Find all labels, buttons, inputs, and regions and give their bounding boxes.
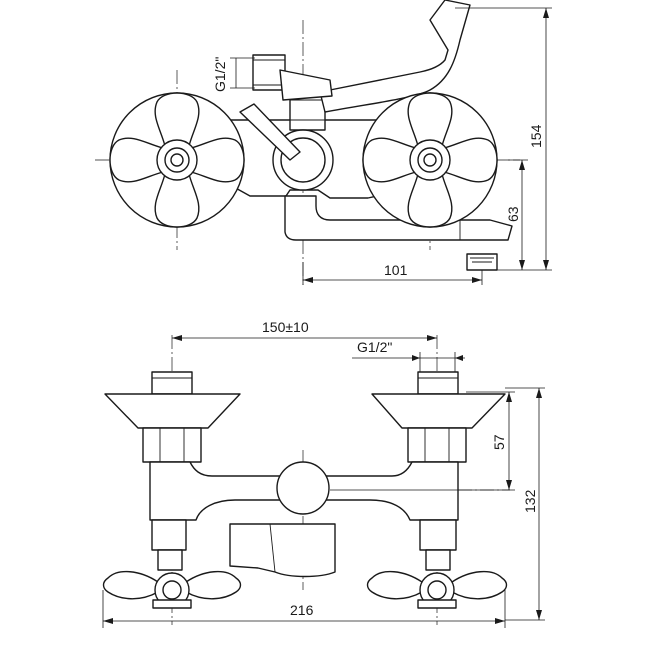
shower-outlet-side <box>319 0 471 113</box>
hot-inlet-thread <box>151 371 193 395</box>
hot-handle-side <box>109 92 245 228</box>
front-diverter-height-label: 57 <box>491 434 507 450</box>
spout-front <box>229 523 336 578</box>
front-thread-label: G1/2" <box>357 339 392 355</box>
cold-stem <box>419 519 457 551</box>
hot-handle-front <box>102 571 242 609</box>
spout-side <box>284 195 513 241</box>
side-view: G1/2" 154 63 101 <box>95 0 552 285</box>
cold-hex-nut <box>407 427 467 463</box>
side-spout-height-label: 63 <box>505 206 521 222</box>
hot-hex-nut <box>142 427 202 463</box>
cold-handle-side <box>362 92 498 228</box>
side-spout-reach-label: 101 <box>384 262 408 278</box>
front-view: 150±10 G1/2" <box>102 319 545 628</box>
side-height-label: 154 <box>528 124 544 148</box>
front-center-distance-label: 150±10 <box>262 319 309 335</box>
cold-escutcheon <box>371 393 506 429</box>
diverter-knob-front <box>276 461 330 515</box>
cold-handle-front <box>366 571 508 609</box>
side-thread-label: G1/2" <box>212 57 228 92</box>
diverter-lever-side <box>239 103 301 161</box>
hot-escutcheon <box>104 393 241 429</box>
hot-stem <box>151 519 187 551</box>
front-height-label: 132 <box>522 489 538 513</box>
cold-inlet-thread <box>417 371 459 395</box>
front-width-label: 216 <box>290 602 314 618</box>
